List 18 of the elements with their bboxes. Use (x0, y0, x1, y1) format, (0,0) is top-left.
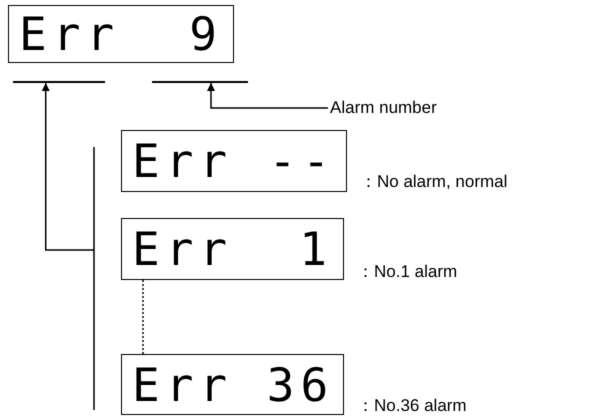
segment-readout: Err 1 (132, 226, 333, 272)
dotted-line (142, 280, 144, 354)
bracket (45, 146, 96, 411)
arrow (207, 83, 328, 109)
display-panel (121, 354, 344, 415)
display-panel (121, 130, 347, 192)
description-text: ：No alarm, normal (360, 171, 508, 193)
marker-line (152, 81, 248, 83)
arrow (42, 83, 50, 250)
segment-readout: Err 9 (19, 11, 223, 57)
display-panel (121, 218, 344, 280)
marker-line (13, 81, 105, 83)
description-text: ：No.36 alarm (357, 395, 467, 417)
segment-readout: Err 36 (132, 362, 333, 408)
segment-readout: Err -- (132, 138, 336, 184)
display-panel (8, 5, 234, 63)
callout-text: Alarm number (330, 98, 437, 117)
description-text: ：No.1 alarm (357, 261, 458, 283)
